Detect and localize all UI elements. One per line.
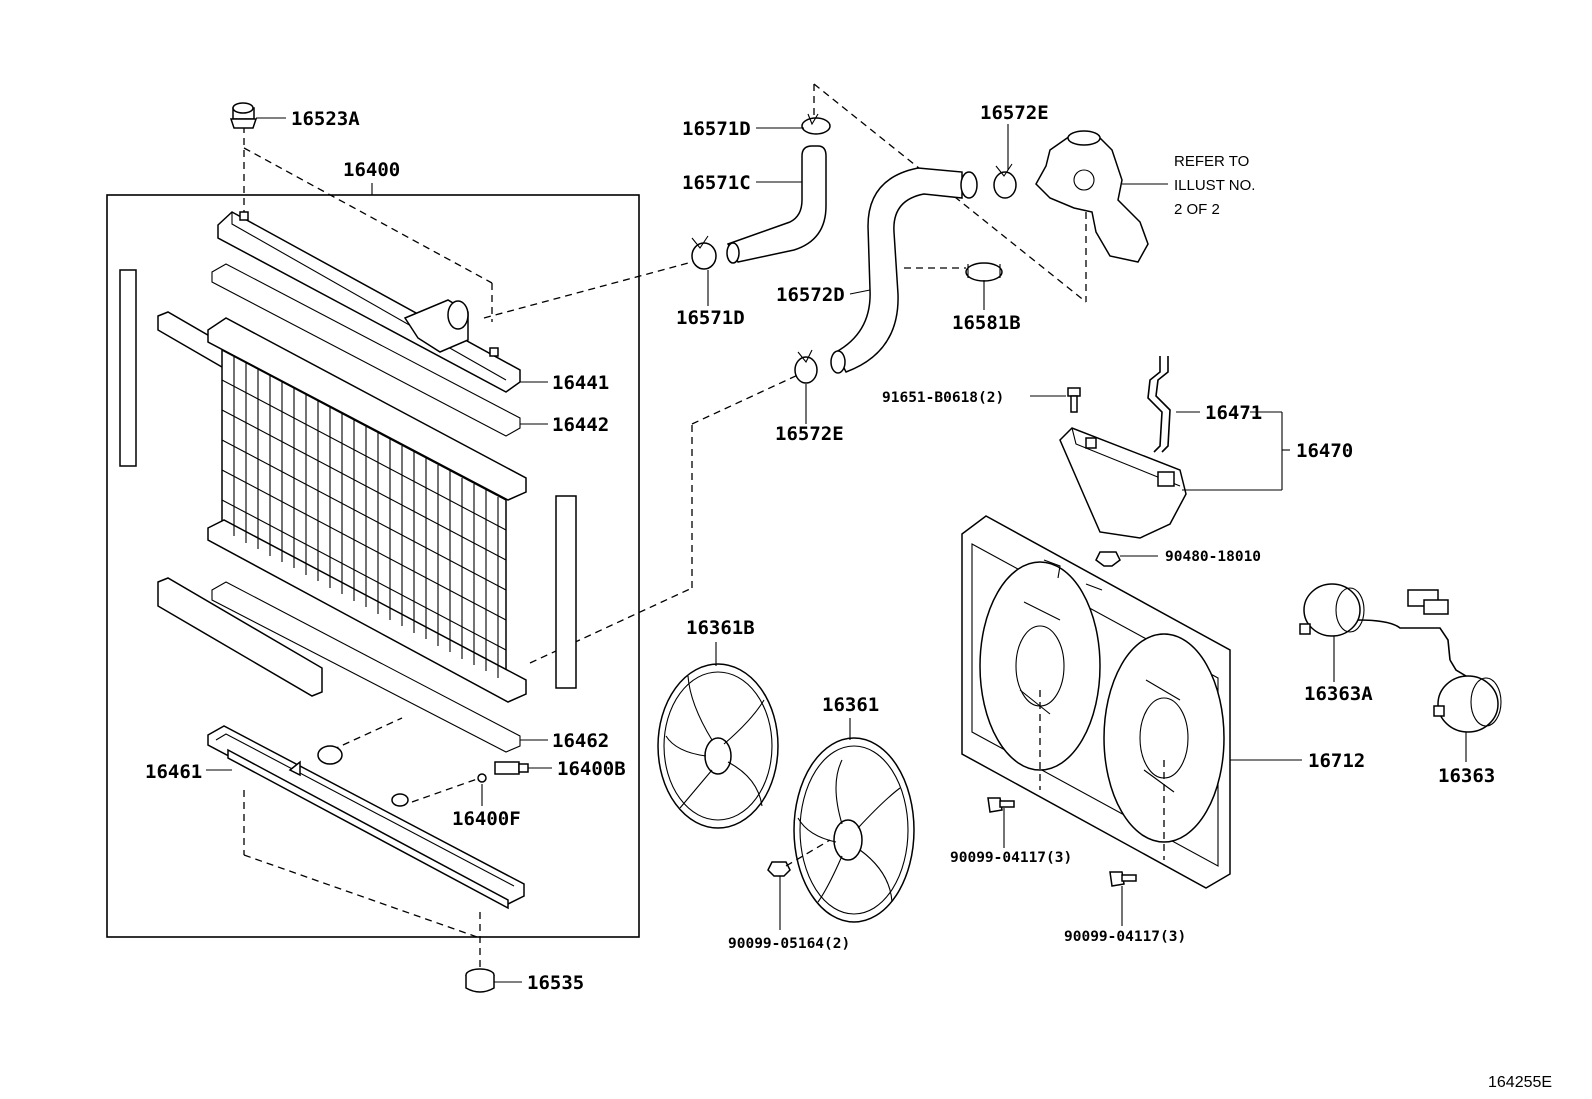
part-91651-bolt bbox=[1067, 387, 1081, 413]
label-16572E-top: 16572E bbox=[980, 102, 1049, 124]
part-16462-gasket bbox=[211, 581, 521, 753]
part-16572D-hose bbox=[835, 167, 963, 373]
label-16462: 16462 bbox=[552, 730, 609, 752]
part-16535-cushion bbox=[465, 968, 495, 993]
part-16571C-hose bbox=[726, 145, 827, 263]
part-16571D-clamp-bottom bbox=[691, 235, 717, 270]
label-90480-18010: 90480-18010 bbox=[1165, 549, 1261, 565]
water-outlet-housing bbox=[1035, 130, 1149, 263]
part-90099-04117-bolt-b bbox=[1109, 871, 1137, 887]
label-16571C: 16571C bbox=[682, 172, 751, 194]
part-16363A-fan-motor bbox=[1299, 583, 1451, 661]
label-16535: 16535 bbox=[527, 972, 584, 994]
part-16572E-clamp-bottom bbox=[794, 349, 818, 384]
label-16581B: 16581B bbox=[952, 312, 1021, 334]
label-16400: 16400 bbox=[343, 159, 400, 181]
part-16461-lower-tank bbox=[207, 725, 525, 910]
refer-note-line-3: 2 OF 2 bbox=[1174, 201, 1220, 218]
radiator-assembly-frame bbox=[106, 194, 640, 938]
label-91651-B0618: 91651-B0618(2) bbox=[882, 390, 1004, 406]
part-16471-reservoir-hose bbox=[1147, 356, 1171, 453]
part-16361-fan bbox=[793, 737, 915, 923]
part-90480-nut bbox=[1095, 551, 1121, 567]
label-16442: 16442 bbox=[552, 414, 609, 436]
label-16572E-bottom: 16572E bbox=[775, 423, 844, 445]
label-16363A: 16363A bbox=[1304, 683, 1373, 705]
part-90099-04117-bolt-a bbox=[987, 797, 1015, 813]
part-16572E-clamp-top bbox=[993, 163, 1017, 199]
label-16363: 16363 bbox=[1438, 765, 1495, 787]
part-16442-gasket bbox=[211, 263, 521, 437]
part-90099-05164-nut bbox=[767, 861, 791, 877]
part-16361B-fan bbox=[657, 663, 779, 829]
label-90099-04117-b: 90099-04117(3) bbox=[1064, 929, 1186, 945]
part-16400B-drain-cock bbox=[494, 761, 552, 775]
part-16581B-clamp bbox=[965, 262, 1003, 282]
radiator-core bbox=[207, 317, 527, 703]
part-16441-upper-tank bbox=[217, 211, 521, 393]
part-16470-reservoir-tank bbox=[1059, 427, 1187, 539]
label-16361B: 16361B bbox=[686, 617, 755, 639]
label-16461: 16461 bbox=[145, 761, 202, 783]
label-16712: 16712 bbox=[1308, 750, 1365, 772]
label-16470: 16470 bbox=[1296, 440, 1353, 462]
part-16712-fan-shroud bbox=[961, 515, 1231, 889]
alignment-lines-radiator bbox=[243, 126, 801, 972]
label-16441: 16441 bbox=[552, 372, 609, 394]
leader-lines bbox=[206, 117, 1467, 983]
label-16400B: 16400B bbox=[557, 758, 626, 780]
label-16523A: 16523A bbox=[291, 108, 360, 130]
seal-strip-left bbox=[119, 269, 137, 467]
label-90099-05164: 90099-05164(2) bbox=[728, 936, 850, 952]
seal-strip-bottom bbox=[157, 577, 323, 697]
part-16523A-cap bbox=[229, 102, 258, 129]
part-16400F-o-ring bbox=[477, 773, 487, 783]
hose-end bbox=[726, 242, 740, 264]
label-16572D: 16572D bbox=[776, 284, 845, 306]
refer-note-line-1: REFER TO bbox=[1174, 153, 1249, 170]
label-16571D-top: 16571D bbox=[682, 118, 751, 140]
label-90099-04117-a: 90099-04117(3) bbox=[950, 850, 1072, 866]
label-16571D-bottom: 16571D bbox=[676, 307, 745, 329]
seal-strip-right bbox=[555, 495, 577, 689]
hose-end bbox=[960, 171, 978, 199]
fan-shroud-alignment bbox=[1039, 690, 1165, 860]
label-16400F: 16400F bbox=[452, 808, 521, 830]
hose-end bbox=[830, 350, 846, 374]
figure-id: 164255E bbox=[1488, 1074, 1552, 1091]
refer-note-line-2: ILLUST NO. bbox=[1174, 177, 1255, 194]
label-16361: 16361 bbox=[822, 694, 879, 716]
part-16363-fan-motor bbox=[1433, 659, 1502, 733]
part-16571D-clamp-top bbox=[801, 113, 831, 135]
label-16471: 16471 bbox=[1205, 402, 1262, 424]
